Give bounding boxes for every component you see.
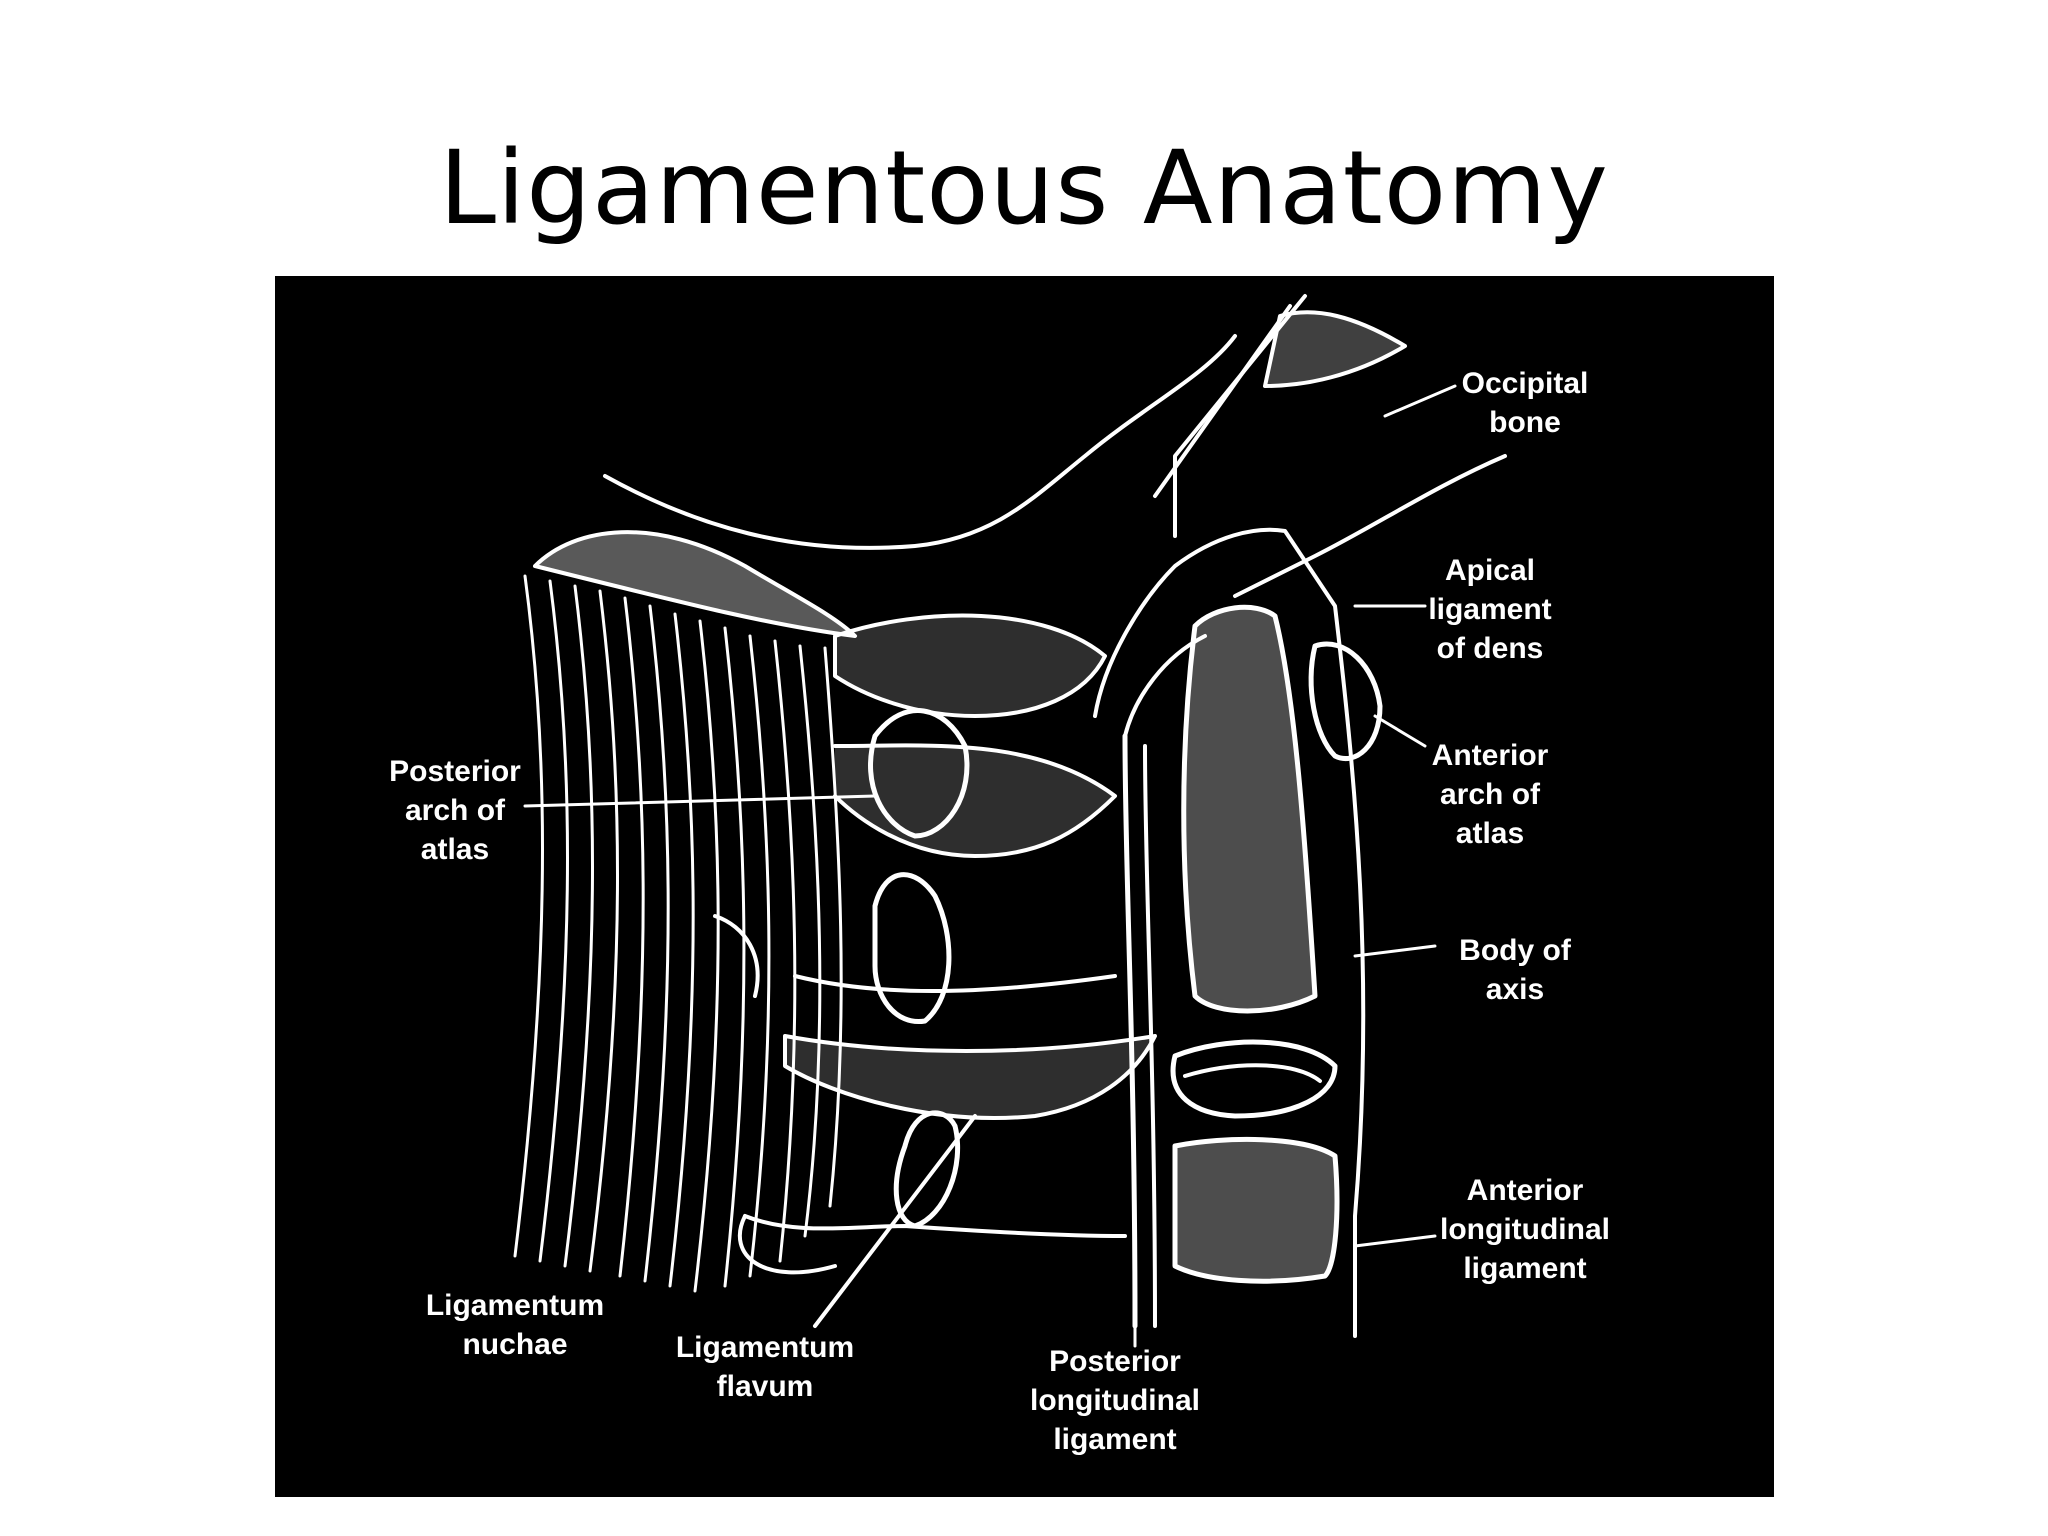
skull-contour <box>603 334 1237 550</box>
label-posterior-longitudinal: Posterior longitudinal ligament <box>1030 1345 1200 1456</box>
leader-occipital <box>1383 384 1457 418</box>
label-ligamentum-nuchae: Ligamentum nuchae <box>425 1289 605 1361</box>
leader-body-axis <box>1353 944 1437 958</box>
intervertebral-disc <box>1170 1039 1338 1119</box>
ligamentum-flavum-line <box>813 1114 977 1328</box>
body-of-axis <box>1181 604 1318 1014</box>
label-anterior-arch: Anterior arch of atlas <box>1431 739 1549 850</box>
leader-anterior-arch <box>1373 714 1427 748</box>
occipital-bone <box>1263 310 1407 388</box>
leader-posterior-arch <box>523 794 877 808</box>
occipital-mass <box>533 530 857 638</box>
ligamentum-nuchae <box>513 574 843 1293</box>
axis-lamina <box>872 872 952 1024</box>
c3-body <box>1172 1136 1340 1284</box>
label-posterior-arch: Posterior arch of atlas <box>389 755 521 866</box>
dens-column <box>1093 527 1366 1338</box>
label-occipital-bone: Occipital bone <box>1461 367 1589 439</box>
posterior-arch-atlas <box>868 708 970 839</box>
label-apical-ligament: Apical ligament of dens <box>1428 554 1552 665</box>
label-ligamentum-flavum: Ligamentum flavum <box>675 1331 855 1403</box>
label-body-of-axis: Body of axis <box>1459 934 1571 1006</box>
slide-title: Ligamentous Anatomy <box>439 129 1609 248</box>
anatomy-figure: Occipital bone Apical ligament of dens A… <box>275 276 1774 1497</box>
posterior-longitudinal-ligament <box>1122 733 1138 1329</box>
label-anterior-longitudinal: Anterior longitudinal ligament <box>1440 1174 1610 1285</box>
leader-anterior-longitudinal <box>1353 1234 1437 1248</box>
c3-lamina <box>893 1110 961 1229</box>
anatomy-illustration <box>513 294 1507 1348</box>
atlas-band-upper <box>833 613 1107 718</box>
anterior-arch-atlas <box>1308 641 1383 761</box>
